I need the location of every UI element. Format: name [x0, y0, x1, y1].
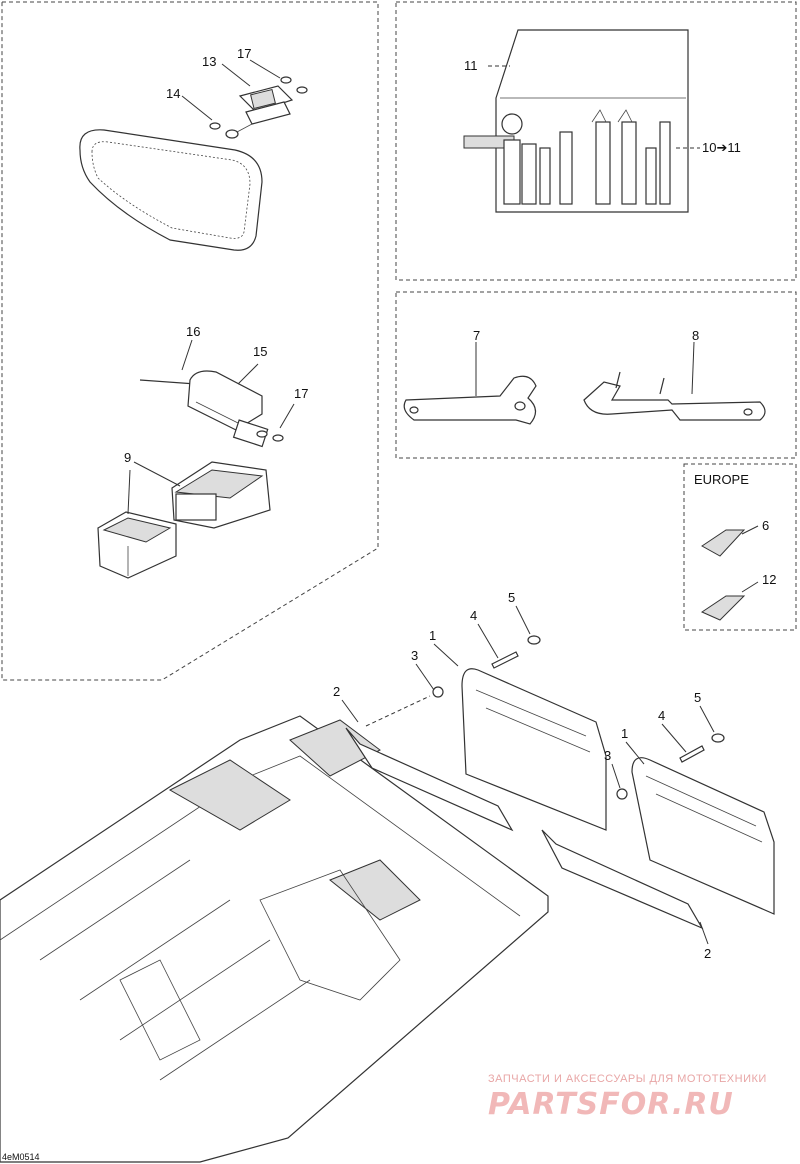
callout-6: 6: [762, 518, 769, 533]
leader-lines-toolkit: [488, 65, 700, 149]
callout-3-upper: 3: [411, 648, 418, 663]
callout-11: 11: [464, 58, 478, 73]
callout-14: 14: [166, 86, 180, 101]
watermark: ЗАПЧАСТИ И АКСЕССУАРЫ ДЛЯ МОТОТЕХНИКИ PA…: [488, 1073, 767, 1122]
wrench-frame: [395, 291, 797, 459]
drive-belt: [79, 129, 263, 251]
callout-3-lower: 3: [604, 748, 611, 763]
tool-kit-pouch: [463, 29, 689, 213]
callout-4-upper: 4: [470, 608, 477, 623]
callout-13: 13: [202, 54, 216, 69]
leader-lines-top-left: [181, 59, 281, 121]
watermark-brand: PARTSFOR.RU: [488, 1087, 734, 1122]
callout-17-mid: 17: [294, 386, 308, 401]
callout-1-upper: 1: [429, 628, 436, 643]
chassis-tunnel: [0, 715, 549, 1163]
handle-tool: [583, 341, 766, 421]
callout-16: 16: [186, 324, 200, 339]
callout-9: 9: [124, 450, 131, 465]
callout-2-upper: 2: [333, 684, 340, 699]
storage-box-large: [171, 461, 271, 529]
callout-labels: 1 1 2 2 3 3 4 4 5 5 6 7 8 9 10➔11 11 12 …: [124, 46, 776, 961]
spanner-wrench: [403, 342, 537, 425]
storage-cover-bracket: [139, 370, 284, 448]
snowflap-assembly-lower: [541, 733, 775, 930]
callout-15: 15: [253, 344, 267, 359]
callout-5-upper: 5: [508, 590, 515, 605]
leader-lines-flaps: [341, 605, 715, 945]
figure-code: 4eM0514: [2, 1152, 40, 1162]
storage-box-small: [97, 511, 177, 579]
callout-17-top: 17: [237, 46, 251, 61]
europe-plates: [700, 525, 759, 621]
callout-4-lower: 4: [658, 708, 665, 723]
region-label-europe: EUROPE: [694, 472, 749, 487]
europe-frame: [683, 463, 797, 631]
callout-12: 12: [762, 572, 776, 587]
callout-10-11: 10➔11: [702, 140, 741, 155]
callout-1-lower: 1: [621, 726, 628, 741]
watermark-tagline: ЗАПЧАСТИ И АКСЕССУАРЫ ДЛЯ МОТОТЕХНИКИ: [488, 1073, 767, 1085]
left-inset-frame: [1, 1, 379, 681]
snowflap-assembly-upper: [345, 635, 607, 832]
belt-clamp: [209, 76, 308, 139]
leader-lines-left-boxes: [127, 339, 295, 515]
callout-8: 8: [692, 328, 699, 343]
callout-2-lower: 2: [704, 946, 711, 961]
callout-7: 7: [473, 328, 480, 343]
callout-5-lower: 5: [694, 690, 701, 705]
